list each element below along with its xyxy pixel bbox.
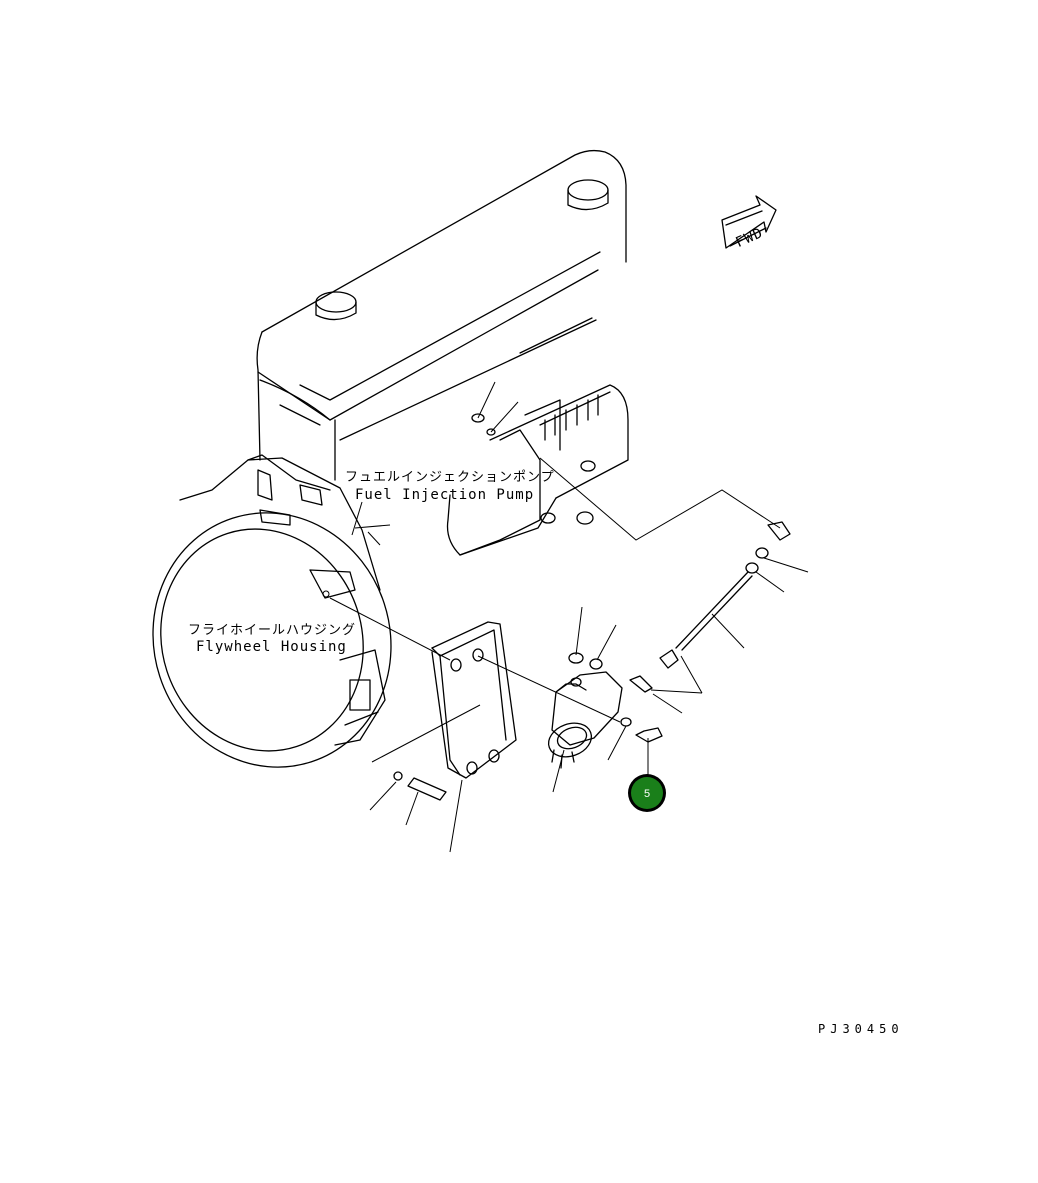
mounting-bracket bbox=[431, 621, 517, 779]
fwd-direction-arrow: FWD bbox=[721, 195, 777, 251]
flywheel-label-en: Flywheel Housing bbox=[196, 639, 347, 655]
fuel-injection-pump bbox=[446, 384, 629, 556]
callout-5-number: 5 bbox=[644, 788, 650, 800]
flywheel-label-jp: フライホイールハウジング bbox=[188, 623, 356, 638]
callout-5[interactable]: 5 bbox=[628, 774, 666, 812]
fwd-label: FWD bbox=[733, 225, 765, 251]
actuator-assembly bbox=[547, 652, 663, 769]
bolt-lower bbox=[393, 771, 447, 801]
fuel-pump-label-en: Fuel Injection Pump bbox=[355, 487, 534, 503]
engine-block bbox=[256, 149, 627, 481]
callout-5-fill bbox=[631, 777, 663, 809]
leader-lines bbox=[329, 381, 809, 853]
drawing-code: PJ30450 bbox=[818, 1022, 904, 1036]
fuel-pump-label-jp: フュエルインジェクションポンプ bbox=[345, 470, 555, 485]
linkage-rod bbox=[659, 521, 791, 669]
flywheel-housing bbox=[152, 454, 392, 768]
